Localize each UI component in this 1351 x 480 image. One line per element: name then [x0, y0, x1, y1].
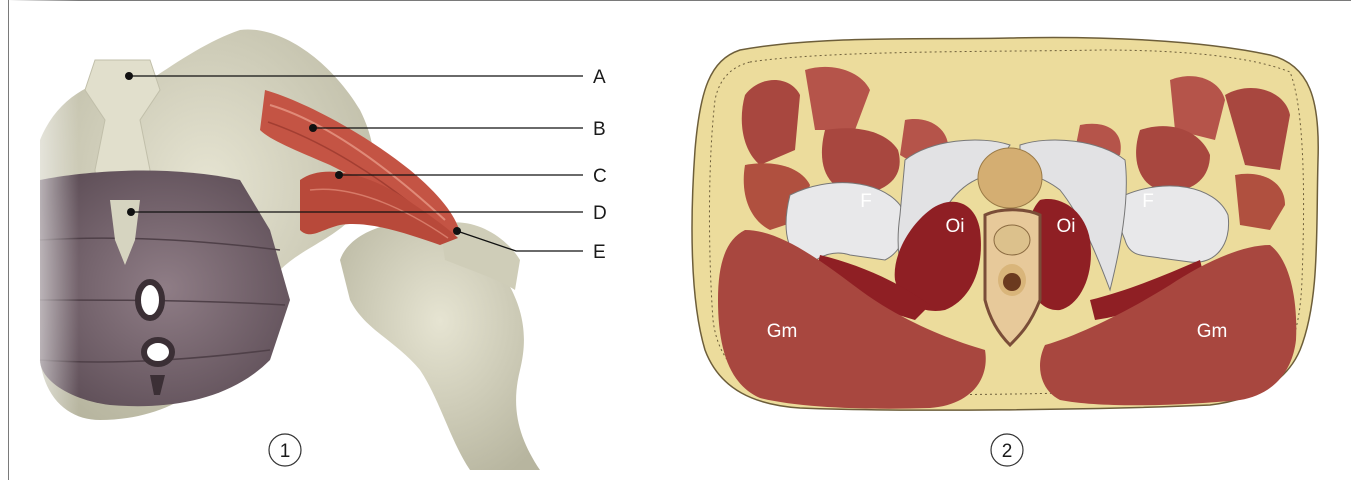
label-oi-left: Oi — [946, 216, 965, 237]
label-c: C — [593, 166, 607, 187]
panel-1-number: 1 — [280, 441, 291, 462]
panel-2-number: 2 — [1002, 441, 1013, 462]
panel-1-illustration — [9, 0, 540, 480]
label-gm-right: Gm — [1197, 321, 1228, 342]
label-a: A — [593, 67, 606, 88]
label-e: E — [593, 242, 606, 263]
label-gm-left: Gm — [767, 321, 798, 342]
vaginal-opening — [144, 340, 172, 364]
label-b: B — [593, 119, 606, 140]
bladder — [978, 148, 1042, 208]
label-f-left: F — [860, 191, 872, 212]
femur-right — [1120, 186, 1229, 262]
label-oi-right: Oi — [1057, 216, 1076, 237]
anal-opening — [138, 282, 162, 318]
label-f-right: F — [1142, 191, 1154, 212]
label-d: D — [593, 203, 607, 224]
panel-2-illustration — [692, 38, 1318, 411]
